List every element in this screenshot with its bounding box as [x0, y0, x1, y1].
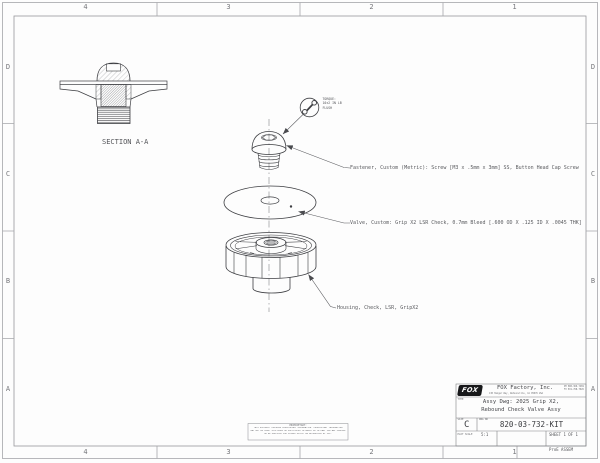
proprietary-line4: OR BE EMPLOYED FOR OTHERS EXCEPT AS AUTH… — [264, 433, 332, 436]
valve-disc — [223, 185, 317, 220]
zone-bottom-1: 1 — [512, 447, 517, 456]
title-block-lines — [455, 383, 587, 447]
zone-left-b: B — [5, 277, 11, 285]
drawing-title-line1: Assy Dwg: 2025 Grip X2, — [482, 399, 560, 405]
zone-right-a: A — [590, 385, 596, 393]
torque-line-3: FLUSH — [322, 105, 333, 110]
screw — [251, 131, 287, 170]
company-address: 130 Hangar Way, Watsonville, CA 95076 US… — [489, 392, 543, 395]
company-phone: PH 800-369-7469 — [564, 384, 584, 388]
housing — [225, 232, 317, 294]
section-view — [59, 62, 168, 124]
zone-bottom-3: 3 — [226, 447, 231, 456]
torque-balloon — [299, 97, 320, 118]
proprietary-line3: MAY NOT BE USED, DISCLOSED OR DUPLICATED… — [250, 430, 346, 433]
company-name: FOX Factory, Inc. — [497, 384, 554, 391]
torque-line-2: 10±2 IN LB — [322, 101, 342, 106]
zone-top-4: 4 — [83, 3, 88, 11]
proprietary-box — [247, 423, 349, 441]
zone-left-d: D — [5, 63, 11, 71]
valve-callout: Valve, Custom: Grip X2 LSR Check, 0.7mm … — [350, 219, 582, 226]
proprietary-note: PROPRIETARY: THIS DOCUMENT CONTAINS PROP… — [248, 424, 348, 441]
zone-left-c: C — [5, 170, 11, 178]
torque-note: TORQUE: 10±2 IN LB FLUSH — [323, 97, 342, 111]
proprietary-line2: THIS DOCUMENT CONTAINS PROPRIETARY INFOR… — [253, 426, 343, 429]
zone-top-3: 3 — [226, 3, 231, 11]
leader-housing — [308, 274, 337, 309]
leader-valve — [298, 210, 350, 224]
dwg-no-value: 820-03-732-KIT — [499, 420, 564, 429]
zone-bottom-4: 4 — [83, 447, 88, 456]
zone-top-2: 2 — [369, 3, 374, 11]
zone-bottom-2: 2 — [369, 447, 374, 456]
type-label: TYPE — [457, 397, 464, 401]
dwg-no-label: DWG NO — [479, 418, 489, 421]
fox-logo: FOX — [457, 385, 483, 396]
wrench-icon — [302, 100, 317, 115]
proprietary-line1: PROPRIETARY: — [289, 423, 307, 427]
housing-callout: Housing, Check, LSR, GripX2 — [337, 304, 419, 311]
leader-lines — [282, 113, 351, 309]
torque-line-1: TORQUE: — [322, 96, 336, 101]
zone-right-d: D — [590, 63, 596, 71]
fastener-callout: Fastener, Custom (Metric): Screw [M3 x .… — [350, 164, 579, 171]
plot-scale-value: 5:1 — [481, 431, 489, 437]
zone-right-c: C — [590, 170, 596, 178]
plot-scale-label: PLOT SCALE — [457, 432, 473, 436]
leader-torque — [282, 113, 304, 135]
section-label: SECTION A-A — [102, 138, 149, 146]
zone-top-1: 1 — [512, 3, 517, 11]
proe-assem-footer: ProE ASSEM — [549, 447, 574, 452]
drawing-title-line2: Rebound Check Valve Assy — [481, 407, 561, 413]
size-value: C — [464, 419, 470, 430]
size-label: SIZE — [457, 418, 464, 421]
sheet-number: SHEET 1 OF 1 — [549, 432, 578, 437]
bleed-hole — [289, 205, 293, 208]
zone-right-b: B — [590, 277, 596, 285]
zone-left-a: A — [5, 385, 11, 393]
leader-fastener — [286, 145, 351, 169]
company-fax: FX 831-768-7026 — [564, 388, 584, 391]
